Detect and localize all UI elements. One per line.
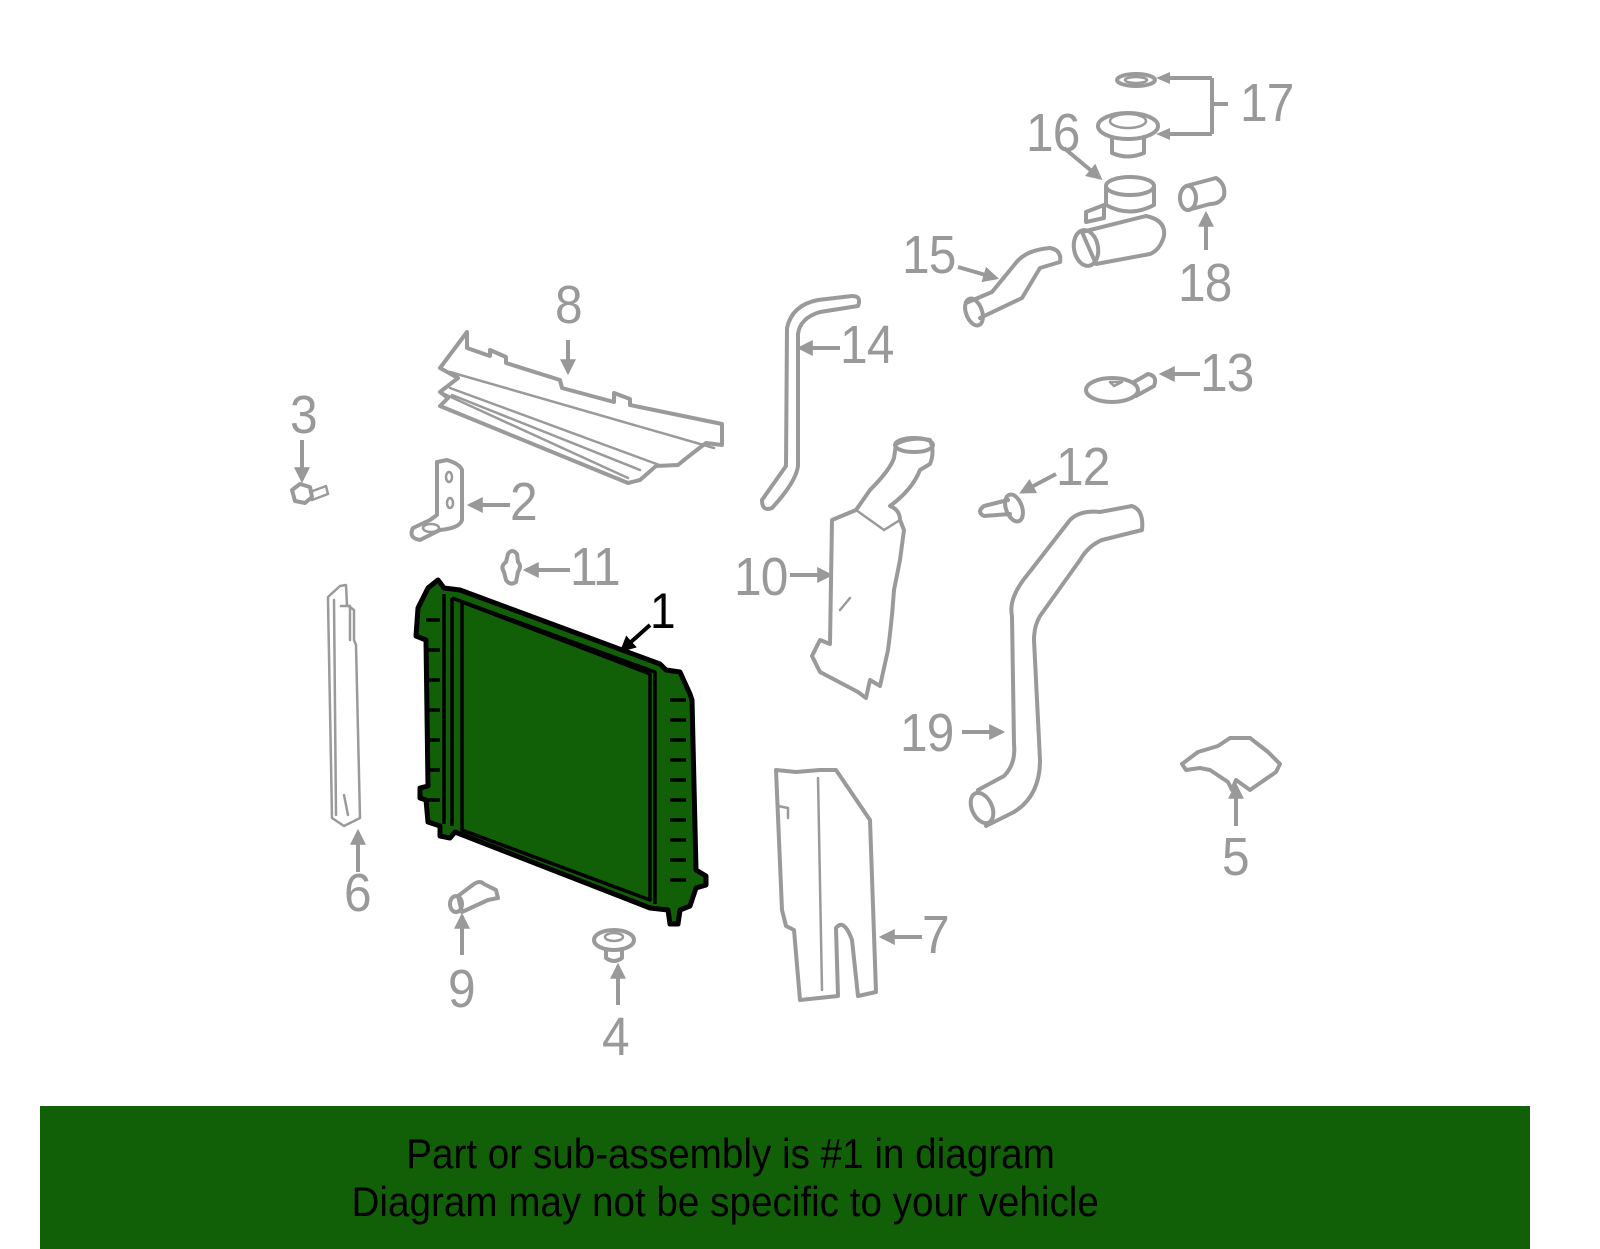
callout-9[interactable]: 9: [448, 959, 476, 1019]
leader-15: [957, 265, 1000, 283]
part-7-air-deflector[interactable]: [774, 768, 878, 1002]
leader-17: [1164, 76, 1228, 136]
part-2-bracket[interactable]: [409, 458, 464, 542]
part-18-hose-connector[interactable]: [1178, 176, 1227, 212]
callout-4[interactable]: 4: [602, 1007, 630, 1067]
callout-13[interactable]: 13: [1200, 343, 1254, 403]
part-5-mount-bracket[interactable]: [1180, 736, 1282, 792]
info-banner: Part or sub-assembly is #1 in diagram Di…: [40, 1106, 1530, 1249]
part-11-clip[interactable]: [500, 549, 522, 586]
part-12-push-pin[interactable]: [978, 492, 1026, 524]
callout-7[interactable]: 7: [922, 905, 950, 965]
callout-18[interactable]: 18: [1178, 253, 1232, 313]
banner-line-disclaimer: Diagram may not be specific to your vehi…: [351, 1177, 1099, 1225]
part-1-radiator[interactable]: [413, 577, 709, 927]
part-14-overflow-hose[interactable]: [760, 294, 862, 511]
part-4-grommet[interactable]: [592, 928, 636, 963]
callout-10[interactable]: 10: [734, 547, 788, 607]
callout-11[interactable]: 11: [570, 537, 621, 597]
callout-8[interactable]: 8: [555, 275, 583, 335]
part-3-bolt[interactable]: [290, 482, 330, 505]
callout-15[interactable]: 15: [902, 225, 956, 285]
callout-3[interactable]: 3: [290, 385, 318, 445]
callout-6[interactable]: 6: [344, 863, 372, 923]
part-8-upper-baffle[interactable]: [438, 330, 724, 485]
part-15-upper-hose[interactable]: [962, 246, 1063, 328]
part-10-reservoir[interactable]: [810, 436, 935, 700]
leader-12: [1019, 472, 1057, 494]
callout-2[interactable]: 2: [510, 472, 538, 532]
callout-14[interactable]: 14: [840, 315, 894, 375]
callout-12[interactable]: 12: [1056, 437, 1110, 497]
callout-16[interactable]: 16: [1026, 103, 1080, 163]
banner-line-part-number: Part or sub-assembly is #1 in diagram: [405, 1129, 1055, 1177]
part-17-pressure-cap[interactable]: [1096, 72, 1160, 159]
callout-5[interactable]: 5: [1222, 827, 1250, 887]
leader-16: [1062, 146, 1103, 181]
callout-1[interactable]: 1: [650, 583, 676, 639]
part-9-drain-plug[interactable]: [448, 880, 500, 914]
callout-19[interactable]: 19: [900, 703, 954, 763]
parts-diagram: 8 3 2 11 1 6 9 4 14 15 16 17 18 13 12 10…: [290, 72, 1294, 1067]
part-6-side-seal[interactable]: [326, 583, 362, 828]
part-16-filler-neck[interactable]: [1071, 175, 1167, 268]
callout-17[interactable]: 17: [1240, 73, 1294, 133]
leader-lines: [294, 72, 1244, 1005]
part-13-reservoir-cap[interactable]: [1084, 372, 1158, 404]
leader-1: [619, 623, 652, 653]
diagram-canvas: [290, 72, 1282, 1005]
part-19-lower-hose[interactable]: [966, 504, 1145, 828]
